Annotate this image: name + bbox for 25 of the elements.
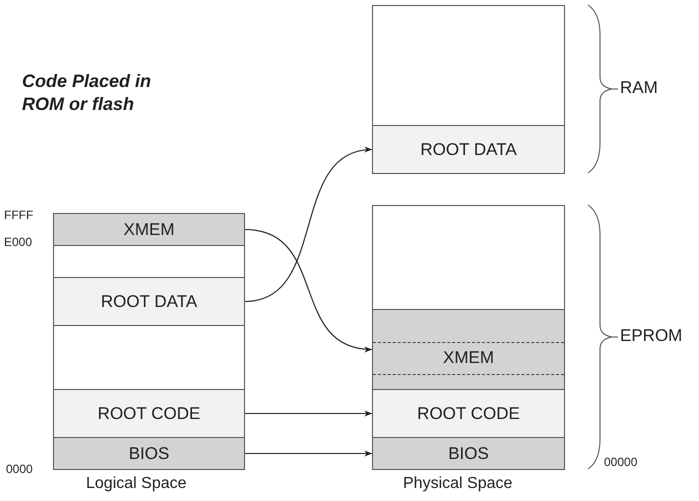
- arrow: [245, 450, 372, 457]
- memory-segment: ROOT DATA: [53, 277, 245, 326]
- address-label: 0000: [6, 462, 33, 476]
- region-label: RAM: [620, 78, 658, 98]
- title: Code Placed in ROM or flash: [22, 70, 152, 116]
- memory-segment: XMEM: [53, 213, 245, 246]
- empty-memory-region: [53, 325, 245, 390]
- empty-memory-region: [372, 205, 565, 310]
- address-label: E000: [4, 235, 32, 249]
- arrow: [245, 410, 372, 417]
- column-caption: Physical Space: [403, 475, 512, 493]
- column-caption: Logical Space: [86, 475, 187, 493]
- memory-segment: BIOS: [53, 437, 245, 470]
- arrow: [244, 228, 372, 352]
- address-label: 00000: [604, 455, 638, 469]
- memory-segment: ROOT DATA: [372, 125, 565, 174]
- memory-segment: ROOT CODE: [372, 389, 565, 438]
- memory-segment: BIOS: [372, 437, 565, 470]
- empty-memory-region: [53, 245, 245, 278]
- memory-segment: XMEM: [372, 309, 565, 390]
- memory-segment: ROOT CODE: [53, 389, 245, 438]
- arrow: [244, 148, 372, 302]
- address-label: FFFF: [4, 208, 34, 222]
- region-label: EPROM: [620, 326, 682, 346]
- empty-memory-region: [372, 5, 565, 126]
